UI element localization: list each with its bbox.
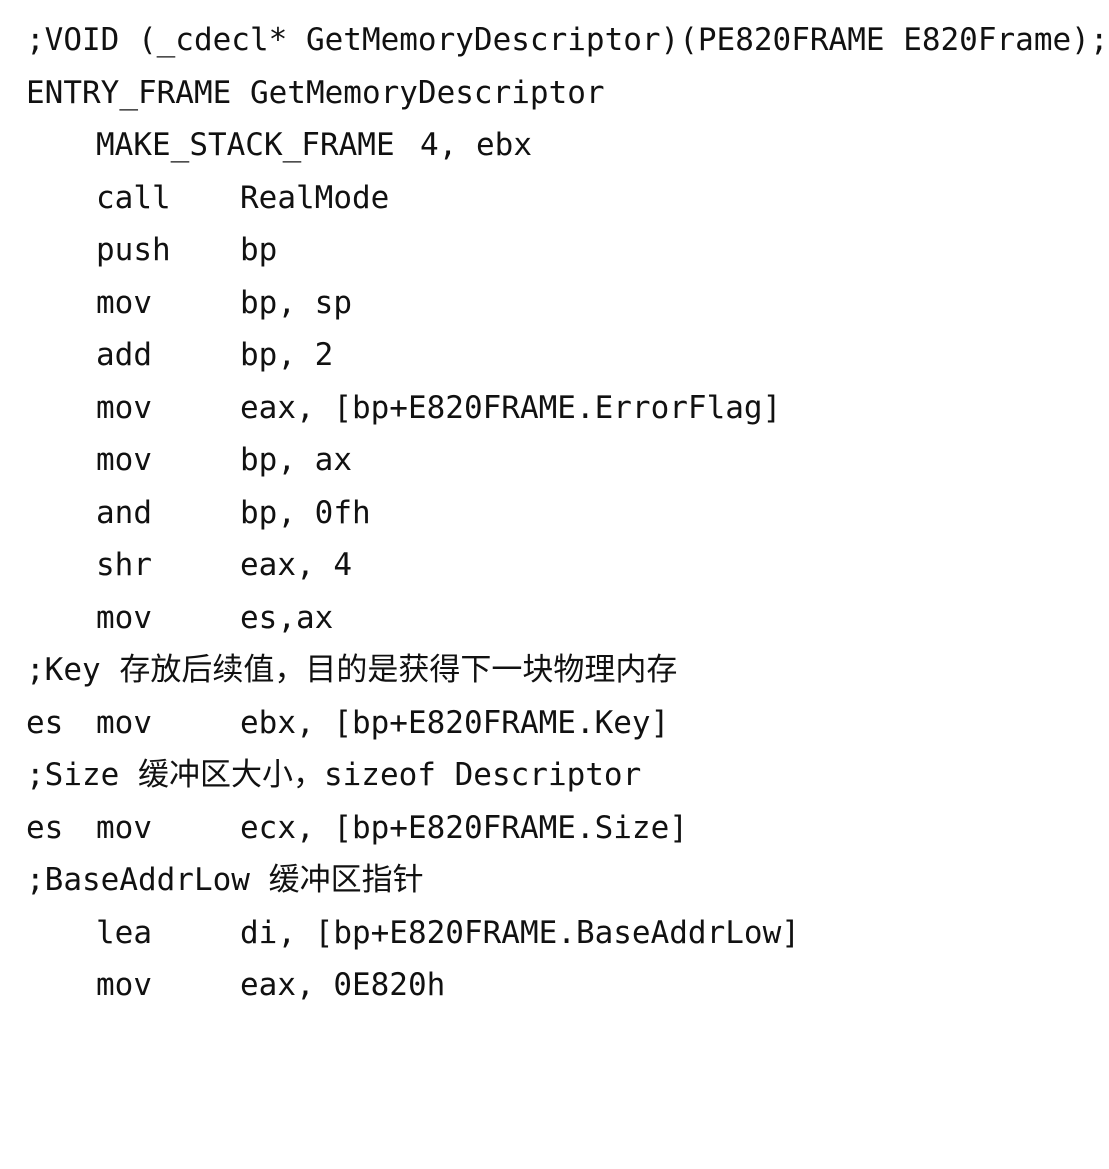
- code-line-instruction: mov bp, ax: [26, 434, 1078, 487]
- instruction-args: ebx, [bp+E820FRAME.Key]: [240, 704, 670, 741]
- code-line-instruction: shr eax, 4: [26, 539, 1078, 592]
- instruction-op: shr: [96, 547, 152, 583]
- comment-text: ;Size 缓冲区大小，sizeof Descriptor: [26, 757, 642, 793]
- code-line-instruction: lea di, [bp+E820FRAME.BaseAddrLow]: [26, 907, 1078, 960]
- instruction-op: mov: [96, 442, 152, 478]
- instruction-args: bp, ax: [240, 442, 352, 478]
- code-line-instruction: push bp: [26, 224, 1078, 277]
- instruction-args: bp, 2: [240, 337, 334, 373]
- instruction-args: bp, 0fh: [240, 494, 371, 531]
- code-line-instruction: add bp, 2: [26, 329, 1078, 382]
- instruction-args: es,ax: [240, 599, 334, 636]
- assembly-code-listing: ;VOID (_cdecl* GetMemoryDescriptor)(PE82…: [26, 14, 1109, 1012]
- instruction-args: di, [bp+E820FRAME.BaseAddrLow]: [240, 914, 800, 951]
- instruction-op: mov: [96, 704, 152, 741]
- code-line-instruction: MAKE_STACK_FRAME 4, ebx: [26, 119, 1078, 172]
- instruction-op: mov: [96, 599, 152, 636]
- code-line-comment: ;Key 存放后续值，目的是获得下一块物理内存: [26, 644, 1078, 697]
- instruction-args: eax, 4: [240, 547, 352, 583]
- instruction-op: and: [96, 494, 152, 531]
- instruction-op: call: [96, 179, 171, 216]
- instruction-op: mov: [96, 284, 152, 321]
- code-line-instruction: es mov ecx, [bp+E820FRAME.Size]: [26, 802, 1078, 855]
- segment-prefix: es: [26, 704, 64, 741]
- code-line-entry: ENTRY_FRAME GetMemoryDescriptor: [26, 67, 1078, 120]
- instruction-args: ecx, [bp+E820FRAME.Size]: [240, 809, 688, 846]
- comment-text: ;BaseAddrLow 缓冲区指针: [26, 862, 424, 898]
- instruction-args: eax, [bp+E820FRAME.ErrorFlag]: [240, 389, 782, 426]
- comment-text: ;Key 存放后续值，目的是获得下一块物理内存: [26, 652, 678, 688]
- instruction-args: 4, ebx: [420, 127, 532, 163]
- instruction-args: bp, sp: [240, 284, 352, 321]
- instruction-op: mov: [96, 809, 152, 846]
- instruction-args: RealMode: [240, 179, 390, 216]
- instruction-op: push: [96, 232, 171, 268]
- code-line-comment: ;BaseAddrLow 缓冲区指针: [26, 854, 1078, 907]
- comment-text: ;VOID (_cdecl* GetMemoryDescriptor)(PE82…: [26, 22, 1109, 58]
- code-line-instruction: mov bp, sp: [26, 277, 1078, 330]
- entry-text: ENTRY_FRAME GetMemoryDescriptor: [26, 74, 605, 111]
- instruction-op: add: [96, 337, 152, 373]
- code-line-instruction: mov eax, [bp+E820FRAME.ErrorFlag]: [26, 382, 1078, 435]
- code-line-instruction: call RealMode: [26, 172, 1078, 225]
- instruction-op: mov: [96, 389, 152, 426]
- instruction-args: eax, 0E820h: [240, 967, 446, 1003]
- instruction-op: mov: [96, 967, 152, 1003]
- instruction-args: bp: [240, 232, 278, 268]
- code-line-instruction: and bp, 0fh: [26, 487, 1078, 540]
- instruction-op: MAKE_STACK_FRAME: [96, 127, 395, 163]
- code-line-comment: ;Size 缓冲区大小，sizeof Descriptor: [26, 749, 1078, 802]
- instruction-op: lea: [96, 914, 152, 951]
- code-line-instruction: mov es,ax: [26, 592, 1078, 645]
- code-line-instruction: es mov ebx, [bp+E820FRAME.Key]: [26, 697, 1078, 750]
- segment-prefix: es: [26, 809, 64, 846]
- code-line-instruction: mov eax, 0E820h: [26, 959, 1078, 1012]
- code-line-comment: ;VOID (_cdecl* GetMemoryDescriptor)(PE82…: [26, 14, 1109, 67]
